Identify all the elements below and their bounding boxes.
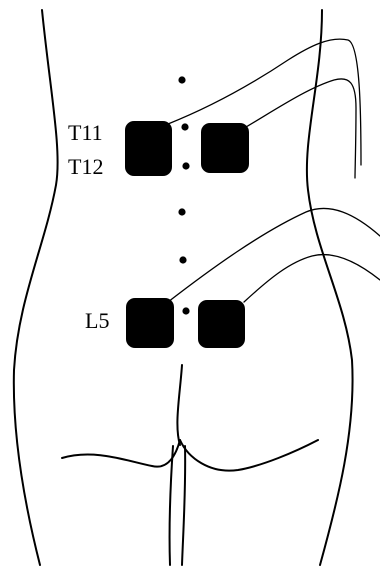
label-t12: T12 <box>68 154 103 179</box>
vertebra-labels: T11 T12 L5 <box>68 120 109 333</box>
electrode-pad-lower-right <box>198 300 245 348</box>
right-buttock-line <box>180 440 318 471</box>
spine-dot <box>178 76 185 83</box>
spine-crease <box>177 365 182 445</box>
right-body-contour <box>307 10 353 565</box>
left-body-contour <box>14 10 58 565</box>
left-leg-line <box>170 446 173 565</box>
lower-left-lead-wire <box>168 208 380 302</box>
upper-left-lead-wire <box>168 39 361 165</box>
upper-right-lead-wire <box>246 79 356 178</box>
left-buttock-line <box>62 440 180 467</box>
spine-markers <box>178 76 189 314</box>
electrode-pad-lower-left <box>126 298 174 348</box>
right-leg-line <box>182 446 185 565</box>
spine-dot <box>179 256 186 263</box>
electrode-pad-upper-right <box>201 123 249 173</box>
spine-dot <box>178 208 185 215</box>
lower-right-lead-wire <box>244 255 380 302</box>
spine-dot <box>181 123 188 130</box>
label-l5: L5 <box>85 308 109 333</box>
lead-wires <box>168 39 380 302</box>
spine-dot <box>182 162 189 169</box>
spine-dot <box>182 307 189 314</box>
electrode-pad-upper-left <box>125 121 172 176</box>
body-outline <box>14 10 353 565</box>
label-t11: T11 <box>68 120 103 145</box>
